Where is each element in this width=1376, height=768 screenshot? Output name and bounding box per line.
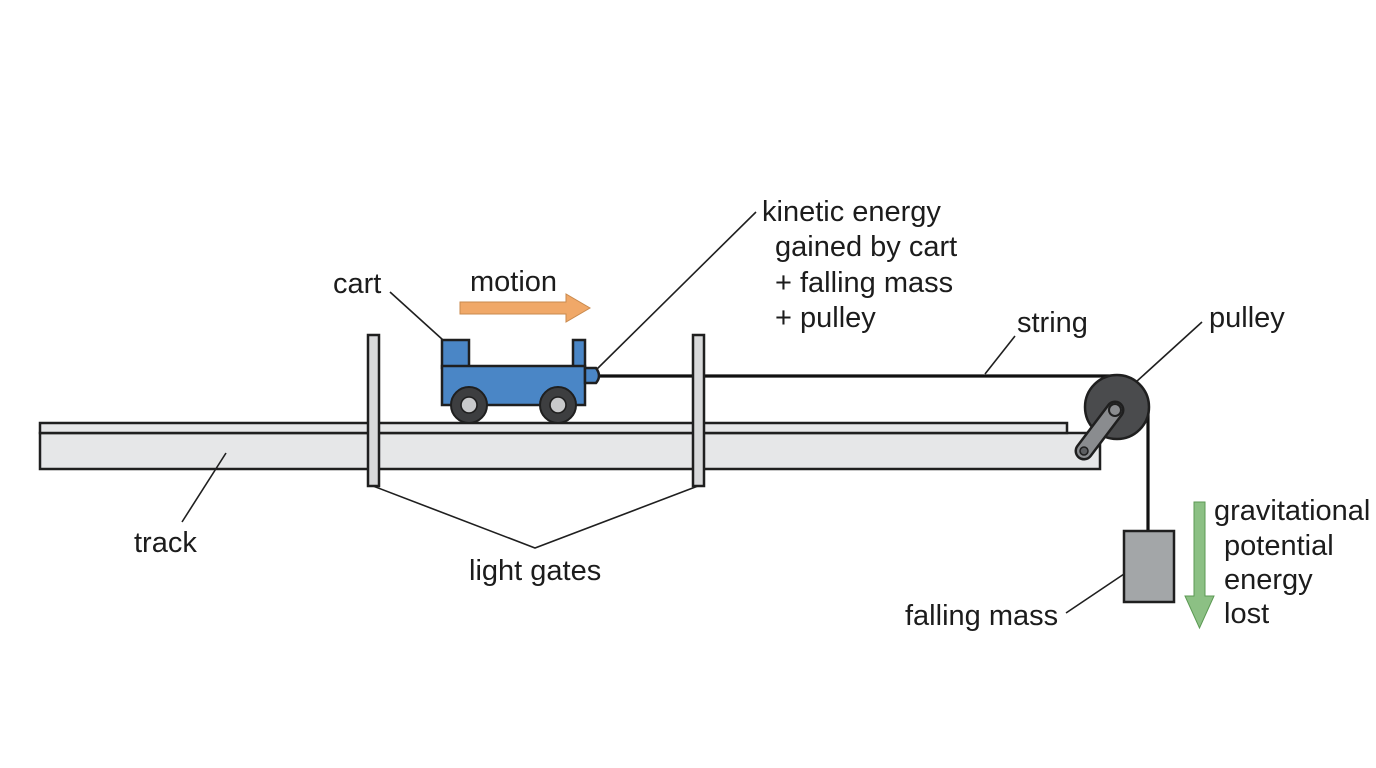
pulley — [1074, 373, 1151, 461]
gravitational-line-2: potential — [1224, 530, 1334, 562]
gravitational-line-3: energy — [1224, 564, 1313, 596]
kinetic-energy-leader — [595, 211, 757, 371]
cart-wheel-right — [539, 386, 577, 424]
light-gates-leader — [372, 485, 699, 549]
pulley-axle — [1108, 403, 1122, 417]
string-label: string — [1017, 307, 1088, 339]
cart-leader — [389, 291, 444, 341]
track-leader — [181, 452, 227, 523]
falling-mass-label: falling mass — [905, 600, 1058, 632]
motion-arrow — [459, 293, 591, 323]
kinetic-energy-line-1: kinetic energy — [762, 196, 941, 228]
track-rail — [38, 421, 1069, 435]
kinetic-energy-line-3: + falling mass — [775, 267, 953, 299]
pulley-arm-fill — [1077, 403, 1122, 458]
pulley-label: pulley — [1209, 302, 1285, 334]
falling-mass-leader — [1065, 573, 1125, 614]
track — [38, 421, 1102, 471]
energy-lost-arrow — [1184, 501, 1215, 630]
light-gate-right — [691, 333, 706, 488]
falling-mass — [1122, 529, 1176, 604]
pulley-arm-pin — [1079, 446, 1089, 456]
gravitational-line-4: lost — [1224, 598, 1269, 630]
gravitational-line-1: gravitational — [1214, 495, 1370, 527]
cart-back-post — [440, 338, 471, 370]
cart-wheel-left — [450, 386, 488, 424]
kinetic-energy-line-4: + pulley — [775, 302, 876, 334]
cart-hook — [583, 366, 601, 385]
cart-body — [440, 364, 587, 407]
string-leader — [984, 335, 1016, 375]
track-body — [38, 431, 1102, 471]
cart-label: cart — [333, 268, 381, 300]
light-gates-label: light gates — [469, 555, 601, 587]
light-gate-left — [366, 333, 381, 488]
cart — [440, 338, 601, 424]
kinetic-energy-line-2: gained by cart — [775, 231, 957, 263]
track-label: track — [134, 527, 197, 559]
cart-front-post — [571, 338, 587, 370]
pulley-leader — [1135, 321, 1203, 383]
motion-label: motion — [470, 266, 557, 298]
